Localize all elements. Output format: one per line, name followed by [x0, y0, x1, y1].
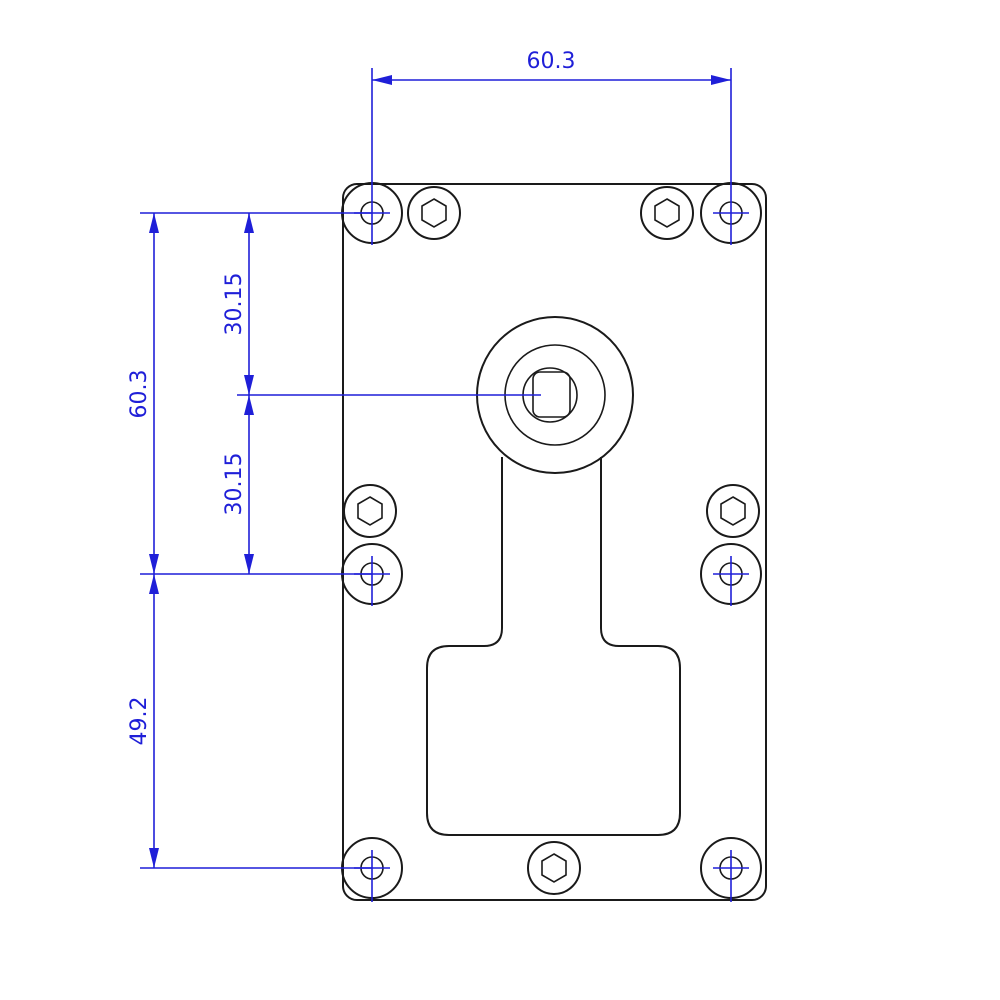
- keyhole-recess: [426, 457, 681, 836]
- hex-bolt-mid-right: [706, 484, 760, 538]
- dimension-bottom-offset: 49.2: [127, 574, 159, 868]
- center-marks: [354, 195, 749, 902]
- dimension-label-left-span: 60.3: [127, 370, 152, 419]
- dimension-label-top-width: 60.3: [527, 49, 576, 74]
- arrowhead-top: [244, 213, 254, 233]
- arrowhead-bottom: [149, 554, 159, 574]
- left-extension-lines: [140, 212, 541, 869]
- hex-bolt-mid-left: [343, 484, 397, 538]
- housing-outline: [342, 183, 767, 901]
- dimension-label-upper-half: 30.15: [222, 273, 247, 336]
- hex-bolt-bottom-center: [527, 841, 581, 895]
- dimension-label-bottom-offset: 49.2: [127, 697, 152, 746]
- dimension-upper-half: 30.15: [222, 213, 254, 395]
- arrowhead-top: [244, 395, 254, 415]
- arrowhead-bottom: [244, 375, 254, 395]
- arrowhead-bottom: [149, 848, 159, 868]
- arrowhead-left: [372, 75, 392, 85]
- dimension-left-span: 60.3: [127, 213, 159, 574]
- hex-bolt-top-left: [407, 186, 461, 240]
- arrowhead-right: [711, 75, 731, 85]
- arrowhead-top: [149, 213, 159, 233]
- hex-bolt-top-right: [640, 186, 694, 240]
- arrowhead-bottom: [244, 554, 254, 574]
- arrowhead-top: [149, 574, 159, 594]
- dimension-lower-half: 30.15: [222, 395, 254, 574]
- dimension-label-lower-half: 30.15: [222, 453, 247, 516]
- dimension-top-width: 60.3: [371, 49, 732, 245]
